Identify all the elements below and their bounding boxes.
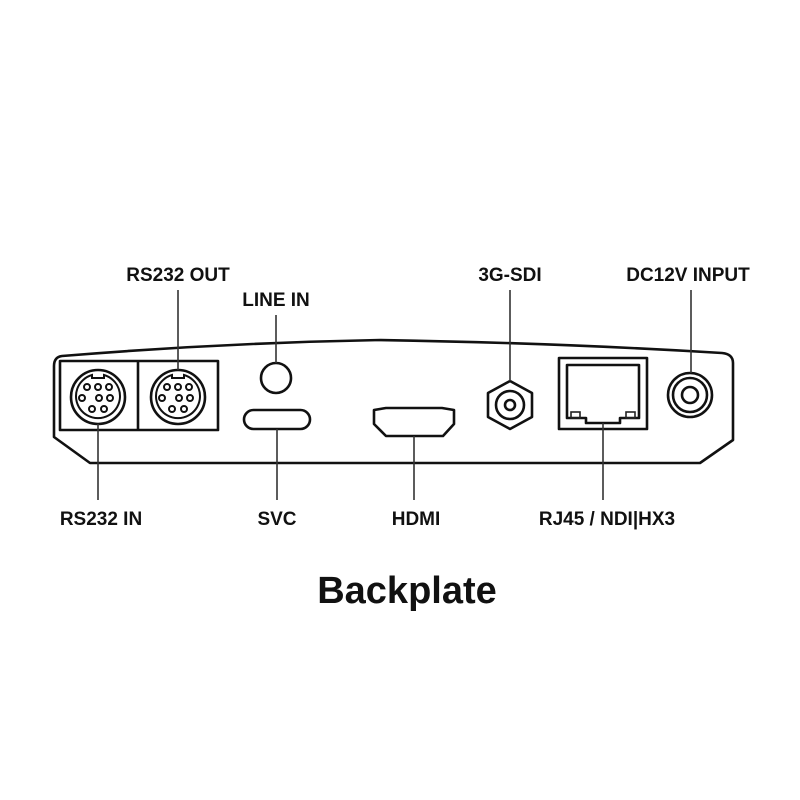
- dc-barrel-jack-icon: [666, 371, 714, 419]
- label-svc: SVC: [257, 509, 296, 530]
- service-slot-icon: [242, 408, 312, 431]
- mini-din-8-icon: [69, 368, 127, 426]
- label-rs232-in: RS232 IN: [60, 509, 142, 530]
- chassis-outline: [52, 338, 735, 465]
- label-line-in: LINE IN: [242, 290, 310, 311]
- label-rs232-out: RS232 OUT: [126, 265, 230, 286]
- audio-jack-icon: [259, 361, 293, 395]
- rs232-out-connector: [149, 368, 207, 426]
- hdmi-port-icon: [372, 406, 456, 438]
- rs232-panel: [58, 359, 220, 432]
- label-rj45: RJ45 / NDI|HX3: [539, 509, 675, 530]
- label-dc: DC12V INPUT: [626, 265, 750, 286]
- rs232-in-connector: [69, 368, 127, 426]
- diagram-title: Backplate: [317, 570, 497, 612]
- mini-din-8-icon: [149, 368, 207, 426]
- ethernet-port-icon: [557, 356, 649, 431]
- label-hdmi: HDMI: [392, 509, 441, 530]
- label-sdi: 3G-SDI: [478, 265, 541, 286]
- bnc-connector-icon: [486, 379, 534, 431]
